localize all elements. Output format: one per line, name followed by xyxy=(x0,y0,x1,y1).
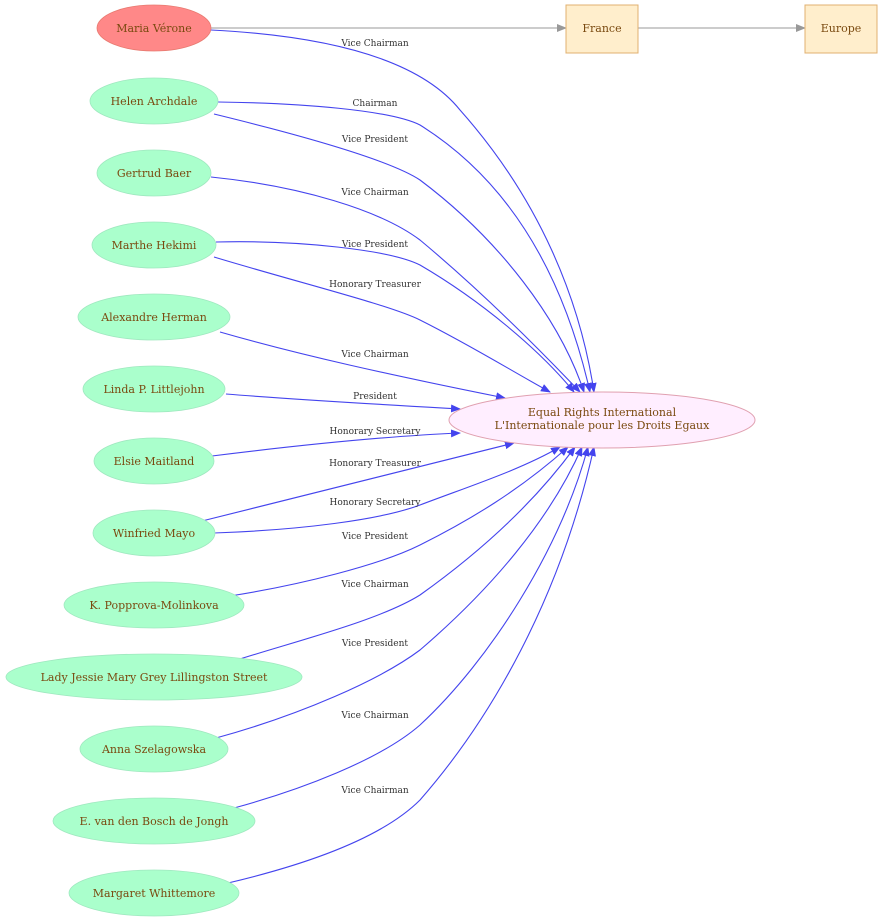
person-ellipse xyxy=(79,725,229,773)
role-label: Vice Chairman xyxy=(340,188,409,198)
place-label-europe: Europe xyxy=(821,22,862,35)
person-node[interactable]: Linda P. Littlejohn xyxy=(82,365,226,413)
organization-name-french: L'Internationale pour les Droits Egaux xyxy=(495,419,710,432)
person-node[interactable]: Marthe Hekimi xyxy=(91,221,217,269)
edges-layer xyxy=(201,24,806,884)
role-edge xyxy=(217,101,592,393)
role-label: Vice President xyxy=(341,240,409,250)
role-edge xyxy=(239,446,576,660)
role-label: Honorary Treasurer xyxy=(329,280,421,290)
role-label: Vice Chairman xyxy=(340,711,409,721)
role-label: Vice President xyxy=(341,135,409,145)
person-name: Lady Jessie Mary Grey Lillingston Street xyxy=(41,671,268,684)
place-node-europe[interactable]: Europe xyxy=(804,4,878,54)
person-node[interactable]: Margaret Whittemore xyxy=(68,869,240,917)
place-box-europe xyxy=(804,4,878,54)
person-name: Margaret Whittemore xyxy=(93,887,215,900)
role-label: Vice Chairman xyxy=(340,39,409,49)
role-edge xyxy=(233,446,590,809)
role-edge xyxy=(213,446,561,534)
role-label: Chairman xyxy=(353,99,398,109)
role-edge xyxy=(211,429,461,457)
person-ellipse xyxy=(96,149,212,197)
person-name: E. van den Bosch de Jongh xyxy=(80,815,229,828)
person-name: Anna Szelagowska xyxy=(101,743,206,756)
person-ellipse xyxy=(96,4,212,52)
role-label: Honorary Treasurer xyxy=(329,459,421,469)
person-ellipse xyxy=(5,653,303,701)
person-node[interactable]: Elsie Maitland xyxy=(93,437,215,485)
role-edge xyxy=(213,256,551,393)
person-ellipse xyxy=(52,797,256,845)
person-name: Maria Vérone xyxy=(116,22,192,35)
role-edge xyxy=(225,393,461,413)
person-node[interactable]: Anna Szelagowska xyxy=(79,725,229,773)
role-label: President xyxy=(353,392,397,402)
organization-name: Equal Rights International xyxy=(528,406,677,419)
role-edge xyxy=(213,113,585,393)
role-edge xyxy=(215,241,575,393)
person-ellipse xyxy=(82,365,226,413)
person-ellipse xyxy=(63,581,245,629)
nodes-layer: Equal Rights International L'Internation… xyxy=(5,4,878,917)
role-edge xyxy=(210,29,597,393)
person-ellipse xyxy=(93,437,215,485)
person-node[interactable]: Maria Vérone xyxy=(96,4,212,52)
role-label: Honorary Secretary xyxy=(330,498,422,508)
person-ellipse xyxy=(92,509,216,557)
place-box-france xyxy=(565,4,639,54)
person-ellipse xyxy=(89,77,219,125)
person-ellipse xyxy=(77,293,231,341)
role-label: Vice Chairman xyxy=(340,580,409,590)
place-node-france[interactable]: France xyxy=(565,4,639,54)
role-edge xyxy=(219,331,506,401)
role-label: Vice President xyxy=(341,532,409,542)
person-ellipse xyxy=(91,221,217,269)
person-node[interactable]: Alexandre Herman xyxy=(77,293,231,341)
person-node[interactable]: E. van den Bosch de Jongh xyxy=(52,797,256,845)
person-ellipse xyxy=(68,869,240,917)
person-name: K. Popprova-Molinkova xyxy=(89,599,219,612)
role-label: Honorary Secretary xyxy=(330,427,422,437)
role-edge xyxy=(201,441,515,522)
role-edge xyxy=(215,446,583,739)
person-name: Gertrud Baer xyxy=(117,167,192,180)
person-name: Alexandre Herman xyxy=(100,311,207,324)
person-node[interactable]: Winfried Mayo xyxy=(92,509,216,557)
person-name: Marthe Hekimi xyxy=(112,239,197,252)
person-node[interactable]: K. Popprova-Molinkova xyxy=(63,581,245,629)
place-label-france: France xyxy=(582,22,621,35)
role-edge xyxy=(210,176,581,393)
organization-node[interactable]: Equal Rights International L'Internation… xyxy=(448,391,756,449)
person-name: Linda P. Littlejohn xyxy=(103,383,204,396)
person-node[interactable]: Helen Archdale xyxy=(89,77,219,125)
role-edge xyxy=(229,446,569,597)
person-node[interactable]: Gertrud Baer xyxy=(96,149,212,197)
person-name: Helen Archdale xyxy=(111,95,198,108)
role-edge xyxy=(227,446,596,884)
role-label: Vice President xyxy=(341,639,409,649)
person-name: Elsie Maitland xyxy=(114,455,195,468)
person-node[interactable]: Lady Jessie Mary Grey Lillingston Street xyxy=(5,653,303,701)
role-label: Vice Chairman xyxy=(340,350,409,360)
role-label: Vice Chairman xyxy=(340,786,409,796)
organization-ellipse xyxy=(448,391,756,449)
person-name: Winfried Mayo xyxy=(113,527,196,540)
